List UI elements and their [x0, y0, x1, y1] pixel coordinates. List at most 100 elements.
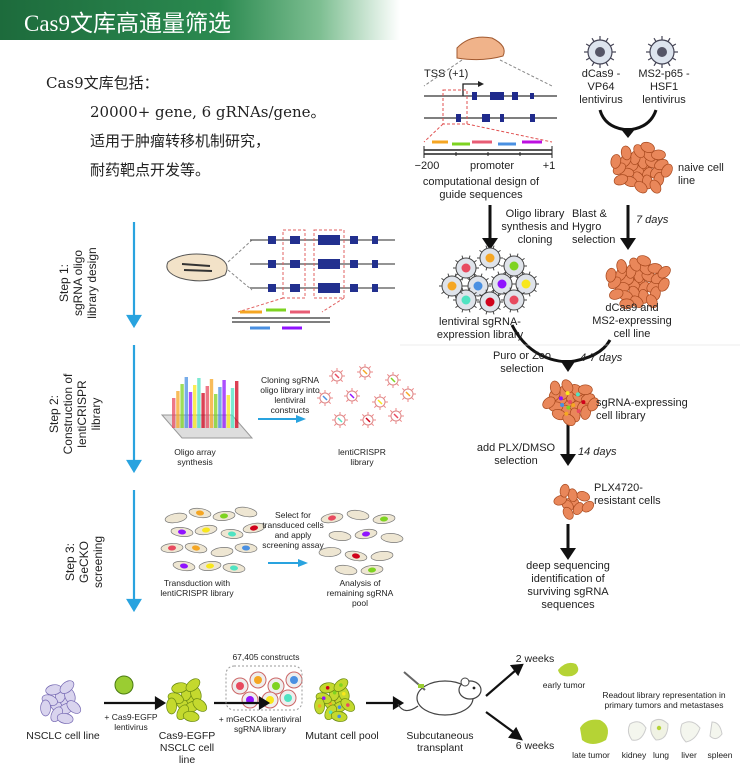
select-label: Select for transduced cells and apply sc…	[262, 510, 324, 550]
cell-icon	[334, 564, 358, 576]
intro-line-3: 耐药靶点开发等。	[90, 161, 211, 179]
sgrna-cell-cluster-icon	[542, 379, 600, 427]
6-weeks-label: 6 weeks	[515, 740, 555, 752]
plx-resistant-cell-cluster-icon	[553, 483, 595, 520]
mgecko-label: + mGeCKOa lentiviral sgRNA library	[218, 714, 302, 734]
ms2-virus-icon	[649, 39, 675, 65]
axis-left-label: −200	[414, 160, 440, 172]
nsclc-cell-cluster-icon	[40, 680, 82, 724]
step1-cell-icon	[166, 253, 228, 282]
early-tumor-label: early tumor	[542, 680, 586, 690]
lentivirus-particle-icon	[329, 368, 345, 384]
oligo-bar	[193, 385, 197, 428]
lentivirus-particle-icon	[400, 386, 416, 402]
cell-icon	[380, 533, 404, 543]
axis-mid-label: promoter	[469, 160, 515, 172]
oligo-bar	[201, 393, 205, 428]
spleen-label: spleen	[707, 750, 733, 760]
intro-heading: Cas9文库包括：	[46, 74, 159, 92]
lentivirus-particle-icon	[332, 412, 348, 428]
sgrna-cell-library-label: sgRNA-expressing cell library	[596, 397, 688, 422]
deep-sequencing-label: deep sequencing identification of surviv…	[526, 560, 610, 611]
ms2-p65-label: MS2-p65 -HSF1 lentivirus	[638, 68, 690, 106]
mouse-icon	[397, 671, 482, 716]
transduction-label: Transduction with lentiCRISPR library	[160, 578, 234, 598]
sgrna-virion-icon	[453, 287, 479, 313]
oligo-bar	[205, 386, 209, 428]
kidney-label: kidney	[621, 750, 647, 760]
dcas9-cell-cluster-icon	[605, 255, 671, 310]
early-tumor-icon	[558, 662, 579, 677]
oligo-bar	[222, 380, 226, 428]
puro-zeo-label: Puro or Zeo selection	[492, 350, 552, 375]
cell-icon	[234, 506, 258, 518]
plx-dmso-label: add PLX/DMSO selection	[476, 442, 556, 467]
title-banner: Cas9文库高通量筛选	[0, 0, 400, 40]
4-7-days-label: 4-7 days	[580, 352, 623, 364]
oligo-array-label: Oligo array synthesis	[174, 447, 216, 467]
dcas9-vp64-label: dCas9 -VP64 lentivirus	[579, 68, 623, 106]
oligo-bar	[176, 391, 180, 428]
page-title: Cas9文库高通量筛选	[24, 11, 231, 36]
oligo-bar	[209, 379, 214, 428]
mutant-cell-pool-icon	[314, 678, 356, 722]
mgecko-virion-icon	[241, 691, 259, 709]
oligo-bar	[218, 387, 222, 428]
7-days-label: 7 days	[636, 214, 669, 226]
mgecko-virion-icon	[285, 671, 303, 689]
spleen-icon	[709, 721, 723, 740]
naive-cell-label: naive cell line	[678, 162, 724, 187]
cell-icon	[164, 512, 188, 524]
plx-resistant-label: PLX4720- resistant cells	[594, 482, 661, 507]
mutant-pool-label: Mutant cell pool	[305, 730, 379, 742]
cell-icon	[328, 531, 352, 541]
oligo-library-label: Oligo library synthesis and cloning	[501, 208, 569, 246]
late-tumor-label: late tumor	[572, 750, 610, 760]
cell-icon	[210, 547, 234, 557]
mgecko-virion-icon	[249, 671, 267, 689]
lentivirus-particle-icon	[388, 408, 404, 424]
oligo-bar	[226, 395, 230, 428]
cloning-label: Cloning sgRNA oligo library into lentivi…	[260, 375, 320, 415]
lenticrispr-library-label: lentiCRISPR library	[338, 447, 386, 467]
lentivirus-particle-icon	[357, 364, 373, 380]
subcutaneous-label: Subcutaneous transplant	[406, 730, 474, 754]
lentivirus-particle-icon	[385, 372, 401, 388]
cell-icon	[346, 509, 370, 521]
computational-design-label: computational design of guide sequences	[422, 176, 540, 201]
cas9-egfp-lentivirus-label: + Cas9-EGFP lentivirus	[104, 712, 158, 732]
sgrna-virion-icon	[489, 271, 515, 297]
nsclc-label: NSCLC cell line	[26, 730, 100, 742]
oligo-bar	[214, 394, 218, 428]
lung-icon	[650, 718, 669, 741]
intro-line-1: 20000+ gene, 6 gRNAs/gene。	[90, 103, 326, 121]
dcas9-cell-line-label: dCas9 and MS2-expressing cell line	[592, 302, 672, 340]
oligo-bar	[230, 388, 235, 428]
constructs-label: 67,405 constructs	[232, 652, 300, 662]
sgrna-virion-icon	[477, 289, 503, 315]
oligo-bar	[180, 384, 184, 428]
lentivirus-particle-icon	[344, 388, 360, 404]
mgecko-virion-icon	[279, 689, 297, 707]
cell-icon	[318, 547, 342, 557]
sgrna-virion-icon	[439, 273, 465, 299]
cell-icon	[370, 551, 394, 561]
cas9-cell-cluster-icon	[166, 678, 208, 722]
kidney-icon	[627, 721, 647, 741]
analysis-label: Analysis of remaining sgRNA pool	[326, 578, 394, 608]
oligo-bar	[188, 392, 193, 428]
lentivirus-particle-icon	[372, 394, 388, 410]
lentiviral-library-label: lentiviral sgRNA-expression library	[436, 316, 524, 341]
sgrna-virion-icon	[501, 287, 527, 313]
lentivirus-particle-icon	[360, 412, 376, 428]
naive-cell-cluster-icon	[610, 141, 673, 194]
cas9-virion-icon	[114, 675, 134, 695]
14-days-label: 14 days	[578, 446, 617, 458]
liver-label: liver	[681, 750, 697, 760]
oligo-bar	[172, 398, 176, 428]
oligo-bar	[235, 381, 239, 428]
sgrna-virion-icon	[453, 255, 479, 281]
